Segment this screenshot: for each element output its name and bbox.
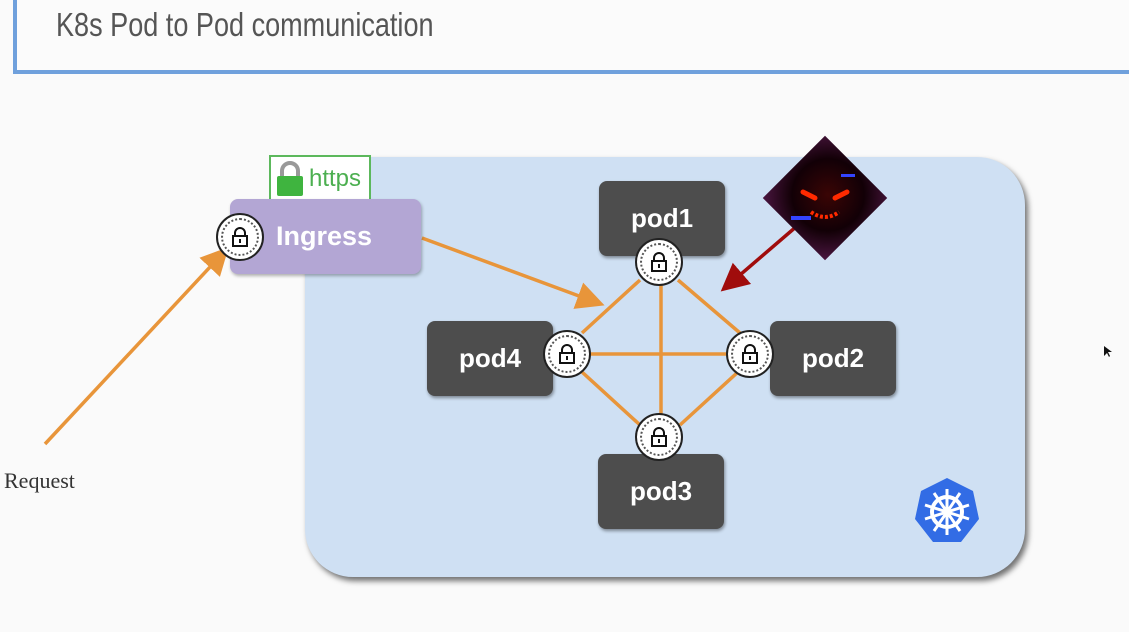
page-title: K8s Pod to Pod communication bbox=[56, 6, 434, 43]
hacker-image bbox=[762, 135, 888, 261]
pod-label: pod2 bbox=[801, 343, 865, 373]
attack-arrow bbox=[720, 224, 799, 292]
lock-icon bbox=[726, 330, 774, 378]
pod-label: pod4 bbox=[458, 343, 522, 373]
edge-pod2-pod3 bbox=[678, 370, 740, 427]
kubernetes-logo bbox=[915, 478, 979, 542]
pod-label: pod3 bbox=[629, 476, 693, 506]
lock-icon bbox=[635, 238, 683, 286]
lock-icon bbox=[543, 330, 591, 378]
ingress-box[interactable]: Ingress bbox=[230, 199, 421, 274]
mouse-cursor-icon bbox=[1104, 346, 1112, 357]
request-arrow bbox=[43, 246, 229, 446]
pod4[interactable]: pod4 bbox=[427, 321, 553, 396]
edge-pod1-pod2 bbox=[676, 278, 742, 335]
request-label: Request bbox=[4, 468, 75, 493]
ingress-to-cluster-arrow bbox=[421, 236, 605, 309]
title-box bbox=[13, 0, 1129, 74]
edge-pod1-pod4 bbox=[580, 278, 642, 335]
https-badge: https bbox=[269, 155, 371, 203]
https-label: https bbox=[309, 165, 362, 192]
pod3[interactable]: pod3 bbox=[598, 454, 724, 529]
ingress-label: Ingress bbox=[276, 221, 373, 251]
pod-label: pod1 bbox=[630, 203, 694, 233]
pod2[interactable]: pod2 bbox=[770, 321, 896, 396]
https-lock-icon bbox=[277, 161, 303, 196]
lock-icon bbox=[635, 413, 683, 461]
lock-icon bbox=[216, 213, 264, 261]
edge-pod4-pod3 bbox=[580, 370, 642, 427]
